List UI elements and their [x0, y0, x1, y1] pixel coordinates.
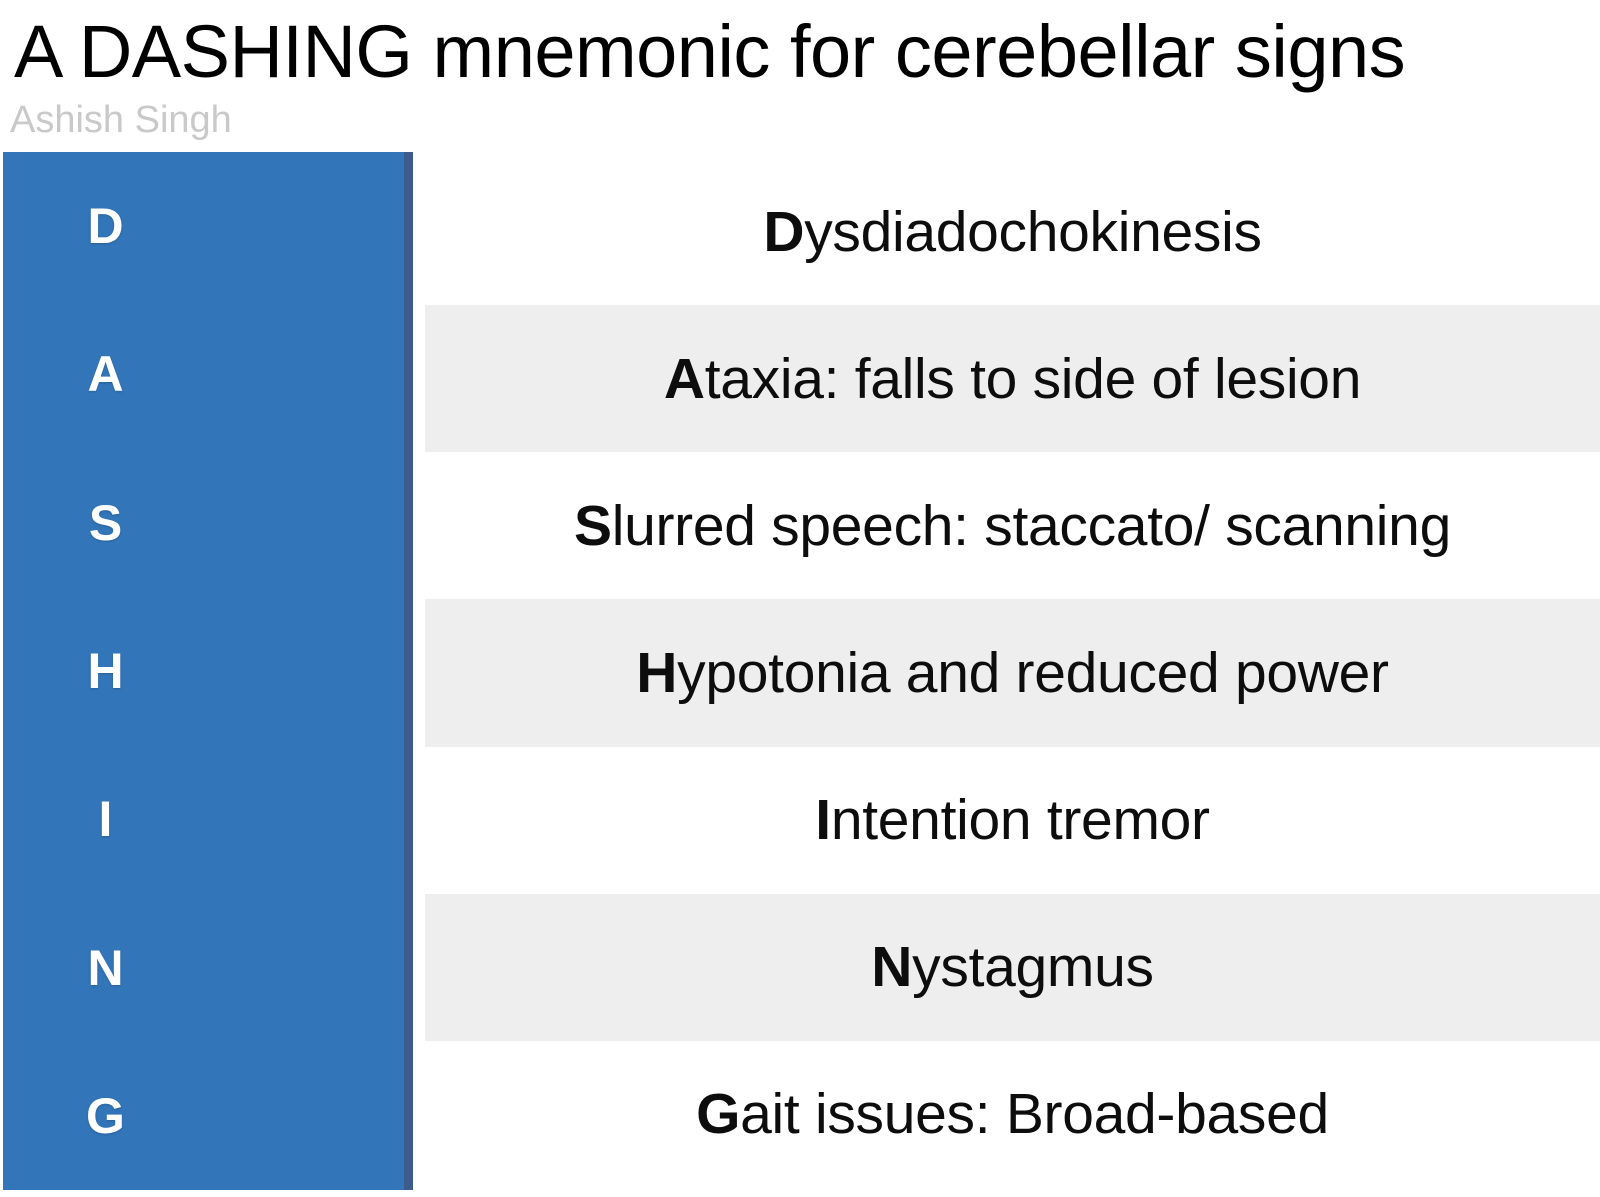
mnemonic-row: Dysdiadochokinesis: [425, 158, 1600, 306]
mnemonic-row-text: Slurred speech: staccato/ scanning: [574, 494, 1451, 558]
mnemonic-letter-cell: G: [3, 1042, 404, 1190]
mnemonic-row-rest: ait issues: Broad-based: [740, 1082, 1329, 1147]
mnemonic-row: Slurred speech: staccato/ scanning: [425, 452, 1600, 600]
author-byline: Ashish Singh: [10, 99, 232, 141]
mnemonic-row-lead-letter: S: [574, 493, 612, 558]
mnemonic-row-text: Intention tremor: [815, 788, 1210, 853]
page-title: A DASHING mnemonic for cerebellar signs: [14, 10, 1406, 93]
mnemonic-row-text: Ataxia: falls to side of lesion: [663, 346, 1362, 411]
mnemonic-row-lead-letter: A: [663, 346, 705, 411]
mnemonic-row-rest: ntention tremor: [830, 788, 1210, 853]
mnemonic-row-lead-letter: D: [763, 199, 805, 264]
mnemonic-row: Gait issues: Broad-based: [425, 1040, 1600, 1188]
mnemonic-letter: A: [87, 346, 125, 403]
mnemonic-row: Intention tremor: [425, 746, 1600, 894]
mnemonic-row-text: Hypotonia and reduced power: [636, 640, 1389, 705]
mnemonic-row-rest: taxia: falls to side of lesion: [704, 346, 1362, 411]
mnemonic-row: Nystagmus: [425, 893, 1600, 1041]
mnemonic-letter-cell: D: [3, 152, 404, 300]
slide-header: A DASHING mnemonic for cerebellar signs …: [0, 0, 1600, 150]
mnemonic-letter-cell: I: [3, 745, 404, 893]
mnemonic-letter: I: [98, 791, 114, 848]
mnemonic-row-text: Gait issues: Broad-based: [696, 1082, 1329, 1146]
mnemonic-row: Hypotonia and reduced power: [425, 599, 1600, 747]
mnemonic-row-text: Dysdiadochokinesis: [763, 199, 1262, 264]
mnemonic-row-lead-letter: I: [815, 788, 831, 853]
mnemonic-row-lead-letter: H: [636, 640, 678, 705]
mnemonic-letter-cell: A: [3, 300, 404, 448]
mnemonic-letter-cell: S: [3, 449, 404, 597]
mnemonic-row-rest: ypotonia and reduced power: [677, 640, 1389, 705]
mnemonic-letter-column: D A S H I N G: [3, 152, 413, 1190]
mnemonic-row-text: Nystagmus: [871, 935, 1154, 1000]
mnemonic-letter: S: [88, 494, 124, 551]
mnemonic-letter: G: [86, 1087, 126, 1144]
mnemonic-letter-cell: N: [3, 893, 404, 1041]
mnemonic-row-lead-letter: G: [696, 1082, 741, 1147]
mnemonic-row-lead-letter: N: [871, 935, 913, 1000]
mnemonic-row-rest: ystagmus: [912, 935, 1154, 1000]
mnemonic-letter: N: [87, 939, 125, 996]
mnemonic-row-rest: ysdiadochokinesis: [804, 199, 1262, 264]
mnemonic-letter: D: [87, 198, 125, 255]
mnemonic-letter-cell: H: [3, 597, 404, 745]
mnemonic-letter: H: [87, 642, 125, 699]
mnemonic-row-rest: lurred speech: staccato/ scanning: [611, 493, 1452, 558]
mnemonic-row: Ataxia: falls to side of lesion: [425, 305, 1600, 453]
